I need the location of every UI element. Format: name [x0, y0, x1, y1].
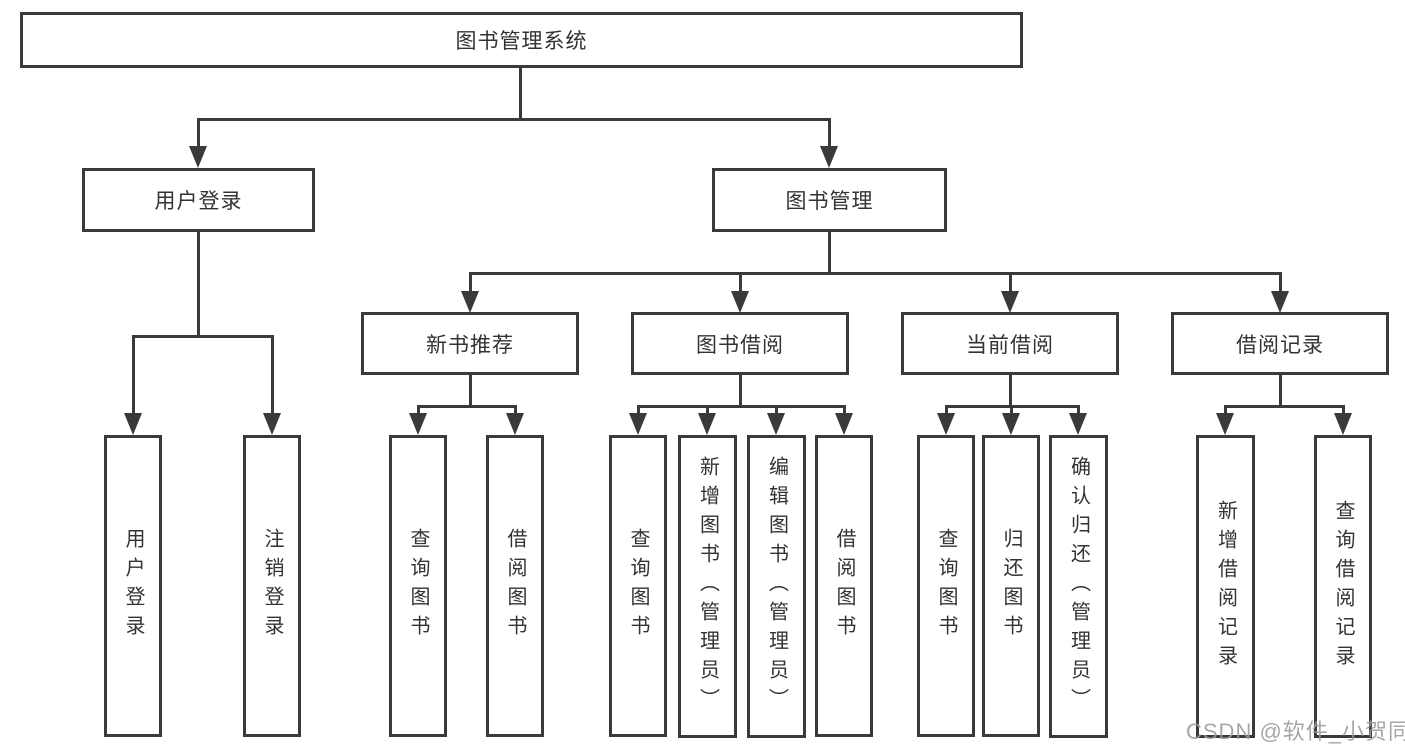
- edge-drop-borrow-borrow: [843, 405, 846, 415]
- node-borrow-records: 借阅记录: [1171, 312, 1389, 375]
- node-label: 图书管理系统: [455, 30, 588, 53]
- arrow-to-borrow-query: [629, 413, 647, 435]
- leaf-current-query-book: 查询图书: [917, 435, 975, 737]
- leaf-recommend-query-book: 查询图书: [389, 435, 447, 737]
- edge-user-login-stem: [197, 232, 200, 338]
- leaf-label: 编辑图书（管理员）: [765, 456, 788, 717]
- arrow-to-book-borrow: [731, 291, 749, 313]
- arrow-to-logout-leaf: [263, 413, 281, 435]
- edge-drop-recommend-borrow: [514, 405, 517, 415]
- leaf-label: 用户登录: [122, 528, 144, 644]
- edge-drop-login-leaf: [132, 335, 135, 415]
- arrow-to-user-login: [189, 146, 207, 168]
- arrow-to-current-borrow: [1001, 291, 1019, 313]
- arrow-to-borrow-records: [1271, 291, 1289, 313]
- arrow-to-current-confirm: [1069, 413, 1087, 435]
- leaf-label: 新增图书（管理员）: [696, 456, 719, 717]
- leaf-label: 查询图书: [627, 528, 649, 644]
- edge-drop-current-query: [945, 405, 948, 415]
- edge-current-stem: [1009, 375, 1012, 408]
- edge-records-rail: [1224, 405, 1345, 408]
- node-book-management: 图书管理: [712, 168, 947, 232]
- leaf-label: 查询借阅记录: [1332, 499, 1354, 674]
- arrow-to-current-return: [1002, 413, 1020, 435]
- edge-drop-book-management: [828, 118, 831, 149]
- edge-drop-borrow-records: [1279, 272, 1282, 293]
- edge-drop-user-login: [197, 118, 200, 149]
- leaf-label: 注销登录: [261, 528, 283, 644]
- edge-drop-new-book-recommend: [469, 272, 472, 293]
- leaf-borrow-query-book: 查询图书: [609, 435, 667, 737]
- edge-book-management-rail: [469, 272, 1282, 275]
- arrow-to-borrow-borrow: [835, 413, 853, 435]
- node-current-borrow: 当前借阅: [901, 312, 1119, 375]
- node-label: 用户登录: [154, 190, 243, 213]
- edge-root-stem: [519, 68, 522, 121]
- node-label: 图书管理: [785, 190, 874, 213]
- edge-drop-borrow-edit: [775, 405, 778, 415]
- node-label: 新书推荐: [426, 333, 514, 357]
- edge-drop-borrow-query: [637, 405, 640, 415]
- leaf-records-query-borrow-record: 查询借阅记录: [1314, 435, 1372, 738]
- node-label: 图书借阅: [696, 333, 784, 357]
- edge-borrow-rail: [637, 405, 846, 408]
- arrow-to-new-book-recommend: [461, 291, 479, 313]
- leaf-label: 查询图书: [935, 528, 957, 644]
- edge-drop-current-confirm: [1077, 405, 1080, 415]
- node-library-management-system: 图书管理系统: [20, 12, 1023, 68]
- edge-drop-records-add: [1224, 405, 1227, 415]
- edge-drop-borrow-add: [706, 405, 709, 415]
- leaf-label: 确认归还（管理员）: [1067, 456, 1090, 717]
- leaf-logout: 注销登录: [243, 435, 301, 737]
- leaf-label: 归还图书: [1000, 528, 1022, 644]
- node-new-book-recommend: 新书推荐: [361, 312, 579, 375]
- edge-recommend-stem: [469, 375, 472, 408]
- edge-drop-current-return: [1010, 405, 1013, 415]
- csdn-watermark: CSDN @软件_小贺同学: [1186, 719, 1405, 744]
- edge-records-stem: [1279, 375, 1282, 408]
- edge-root-rail: [197, 118, 830, 121]
- leaf-label: 借阅图书: [833, 528, 855, 644]
- node-user-login: 用户登录: [82, 168, 315, 232]
- leaf-label: 借阅图书: [504, 528, 526, 644]
- edge-user-login-rail: [132, 335, 274, 338]
- node-book-borrow: 图书借阅: [631, 312, 849, 375]
- arrow-to-recommend-borrow: [506, 413, 524, 435]
- leaf-borrow-borrow-book: 借阅图书: [815, 435, 873, 737]
- edge-drop-logout-leaf: [271, 335, 274, 415]
- arrow-to-login-leaf: [124, 413, 142, 435]
- arrow-to-current-query: [937, 413, 955, 435]
- edge-drop-current-borrow: [1009, 272, 1012, 293]
- edge-drop-records-query: [1342, 405, 1345, 415]
- leaf-label: 新增借阅记录: [1214, 499, 1237, 674]
- arrow-to-borrow-edit: [767, 413, 785, 435]
- leaf-records-add-borrow-record: 新增借阅记录: [1196, 435, 1255, 738]
- edge-drop-book-borrow: [739, 272, 742, 293]
- edge-drop-recommend-query: [417, 405, 420, 415]
- leaf-current-return-book: 归还图书: [982, 435, 1040, 737]
- arrow-to-records-query: [1334, 413, 1352, 435]
- leaf-user-login: 用户登录: [104, 435, 162, 737]
- node-label: 当前借阅: [966, 333, 1054, 357]
- arrow-to-book-management: [820, 146, 838, 168]
- leaf-recommend-borrow-book: 借阅图书: [486, 435, 544, 737]
- arrow-to-recommend-query: [409, 413, 427, 435]
- edge-recommend-rail: [417, 405, 517, 408]
- leaf-borrow-add-book-admin: 新增图书（管理员）: [678, 435, 737, 738]
- leaf-label: 查询图书: [407, 528, 429, 644]
- edge-book-management-stem: [828, 232, 831, 275]
- node-label: 借阅记录: [1236, 333, 1324, 357]
- edge-borrow-stem: [739, 375, 742, 408]
- arrow-to-records-add: [1216, 413, 1234, 435]
- arrow-to-borrow-add: [698, 413, 716, 435]
- leaf-borrow-edit-book-admin: 编辑图书（管理员）: [747, 435, 806, 738]
- leaf-current-confirm-return-admin: 确认归还（管理员）: [1049, 435, 1108, 738]
